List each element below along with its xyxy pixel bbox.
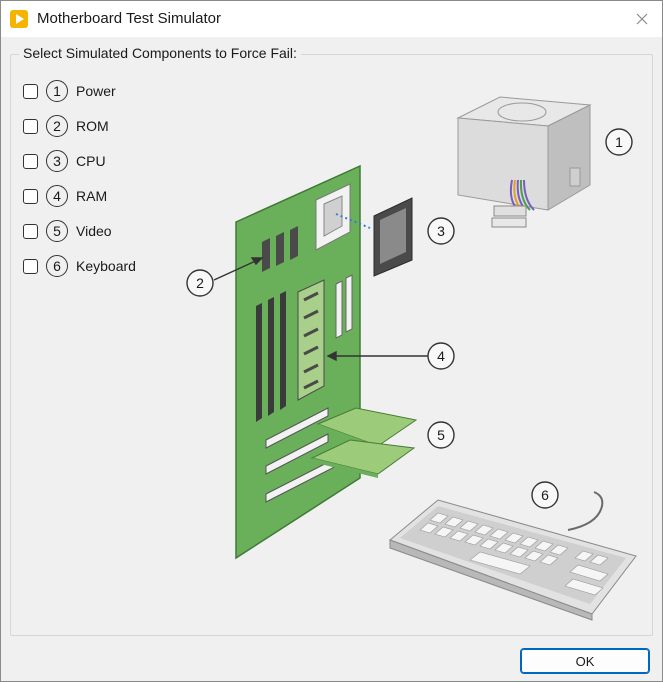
app-play-icon	[10, 10, 28, 28]
option-keyboard[interactable]: 6 Keyboard	[23, 254, 136, 278]
rom-checkbox[interactable]	[23, 118, 38, 134]
cpu-checkbox[interactable]	[23, 153, 38, 169]
option-number-badge: 1	[46, 80, 68, 102]
option-video[interactable]: 5 Video	[23, 219, 112, 243]
option-cpu[interactable]: 3 CPU	[23, 149, 106, 173]
option-label[interactable]: Keyboard	[76, 258, 136, 274]
callout-2: 2	[196, 275, 204, 291]
video-checkbox[interactable]	[23, 223, 38, 239]
power-supply-icon	[456, 96, 592, 228]
callout-3: 3	[437, 223, 445, 239]
groupbox-legend: Select Simulated Components to Force Fai…	[19, 45, 301, 61]
keyboard-checkbox[interactable]	[23, 258, 38, 274]
option-rom[interactable]: 2 ROM	[23, 114, 109, 138]
option-power[interactable]: 1 Power	[23, 79, 116, 103]
power-checkbox[interactable]	[23, 83, 38, 99]
callout-5: 5	[437, 427, 445, 443]
option-number-badge: 6	[46, 255, 68, 277]
close-button[interactable]	[628, 5, 656, 33]
title-bar: Motherboard Test Simulator	[1, 1, 662, 37]
callouts	[213, 257, 428, 362]
option-label[interactable]: Video	[76, 223, 112, 239]
option-label[interactable]: Power	[76, 83, 116, 99]
keyboard-icon	[389, 491, 637, 621]
option-label[interactable]: ROM	[76, 118, 109, 134]
components-groupbox	[10, 54, 653, 636]
ok-button[interactable]: OK	[520, 648, 650, 674]
callout-1: 1	[615, 134, 623, 150]
option-number-badge: 2	[46, 115, 68, 137]
callout-6: 6	[541, 487, 549, 503]
callout-4: 4	[437, 348, 445, 364]
close-icon	[636, 13, 648, 25]
option-ram[interactable]: 4 RAM	[23, 184, 107, 208]
option-label[interactable]: CPU	[76, 153, 106, 169]
option-number-badge: 4	[46, 185, 68, 207]
option-label[interactable]: RAM	[76, 188, 108, 204]
motherboard-icon	[235, 164, 361, 560]
video-card-icon	[310, 407, 418, 478]
callout-badges: 1 2 3 4 5 6	[186, 128, 633, 509]
ram-checkbox[interactable]	[23, 188, 38, 204]
window-title: Motherboard Test Simulator	[37, 10, 221, 27]
cpu-chip-icon	[335, 197, 413, 277]
option-number-badge: 5	[46, 220, 68, 242]
option-number-badge: 3	[46, 150, 68, 172]
